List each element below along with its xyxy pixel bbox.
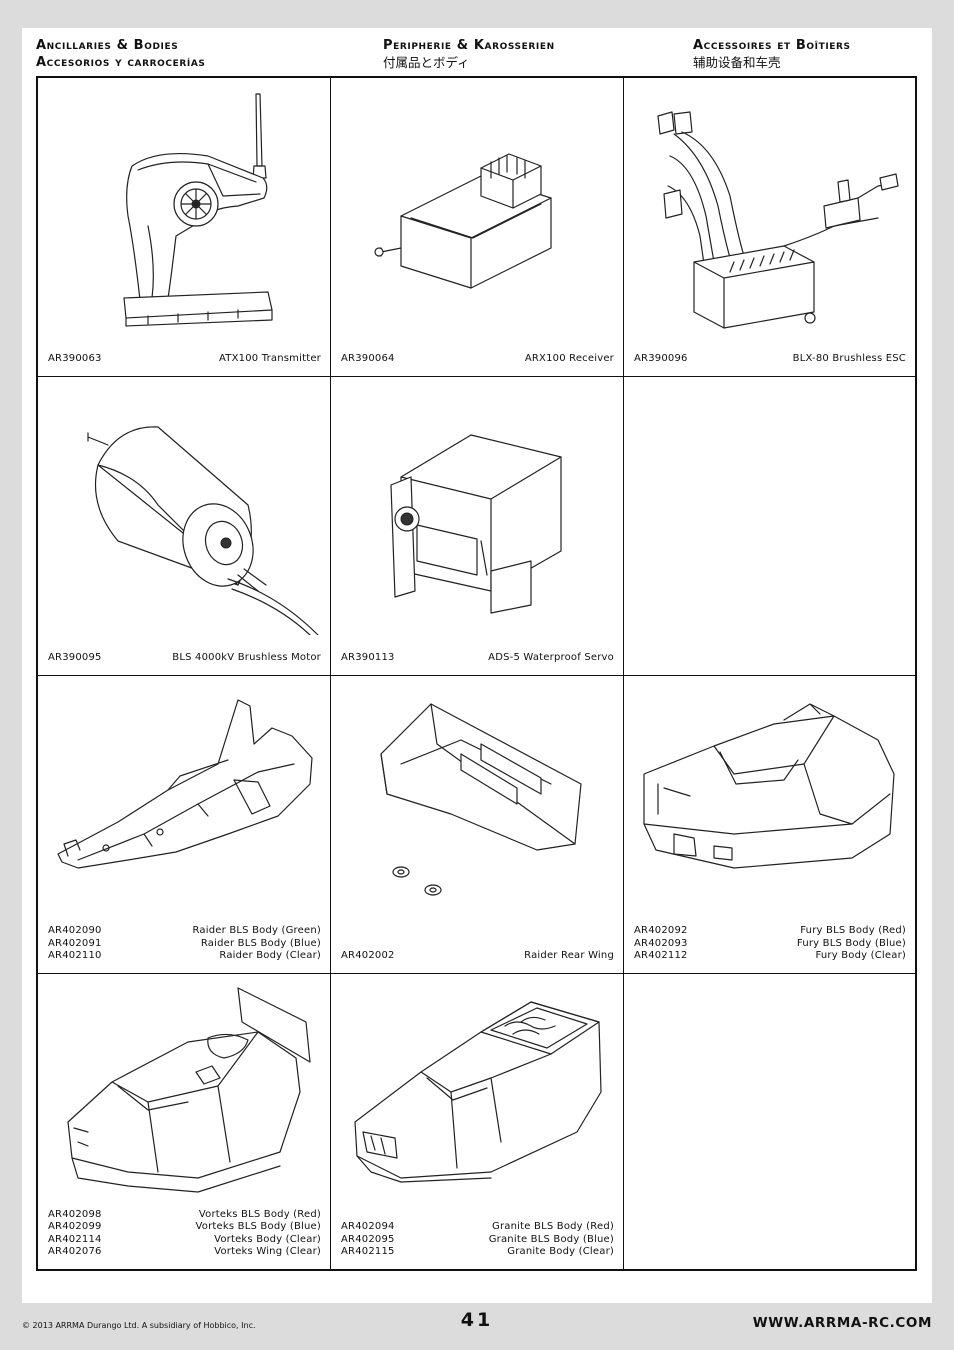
- part-name: ARX100 Receiver: [524, 353, 614, 365]
- part-number: AR402091: [48, 937, 102, 949]
- part-name: Raider Body (Clear): [219, 950, 321, 962]
- part-name: Vorteks Wing (Clear): [214, 1246, 321, 1258]
- part-number: AR402110: [48, 950, 102, 962]
- part-caption: AR402094 AR402095 AR402115 Granite BLS B…: [341, 1221, 614, 1259]
- part-name: Granite BLS Body (Blue): [488, 1233, 614, 1245]
- part-caption: AR402002 Raider Rear Wing: [341, 950, 614, 963]
- part-number: AR402076: [48, 1246, 102, 1258]
- part-name: Raider Rear Wing: [524, 950, 614, 962]
- receiver-illustration: [341, 86, 613, 336]
- part-number: AR390096: [634, 353, 688, 365]
- part-name: Vorteks BLS Body (Blue): [195, 1221, 321, 1233]
- part-cell-transmitter: AR390063 ATX100 Transmitter: [38, 78, 331, 377]
- part-number: AR402090: [48, 925, 102, 937]
- header-spanish-title: Accesorios y carrocerías: [36, 55, 206, 70]
- servo-illustration: [341, 385, 613, 635]
- header-col-1: Ancillaries & Bodies Accesorios y carroc…: [36, 37, 206, 71]
- part-cell-granite-body: AR402094 AR402095 AR402115 Granite BLS B…: [331, 974, 624, 1269]
- part-name: Fury BLS Body (Red): [800, 925, 906, 937]
- part-name: Fury BLS Body (Blue): [796, 937, 906, 949]
- part-caption: AR390113 ADS-5 Waterproof Servo: [341, 652, 614, 665]
- part-number: AR402112: [634, 950, 688, 962]
- part-name: Granite BLS Body (Red): [492, 1221, 614, 1233]
- part-cell-servo: AR390113 ADS-5 Waterproof Servo: [331, 377, 624, 676]
- part-number: AR390064: [341, 353, 395, 365]
- manual-page: Ancillaries & Bodies Accesorios y carroc…: [22, 28, 932, 1303]
- parts-grid: AR390063 ATX100 Transmitter AR3900: [36, 76, 917, 1271]
- part-cell-rear-wing: AR402002 Raider Rear Wing: [331, 676, 624, 974]
- page-number: 41: [460, 1309, 494, 1331]
- part-caption: AR402098 AR402099 AR402114 AR402076 Vort…: [48, 1209, 321, 1259]
- part-name: BLS 4000kV Brushless Motor: [172, 652, 321, 664]
- copyright-notice: © 2013 ARRMA Durango Ltd. A subsidiary o…: [22, 1321, 256, 1330]
- part-number: AR402115: [341, 1246, 395, 1258]
- raider-body-illustration: [48, 684, 320, 934]
- part-number: AR402093: [634, 937, 688, 949]
- motor-illustration: [48, 385, 320, 636]
- part-name: ATX100 Transmitter: [219, 353, 321, 365]
- part-name: ADS-5 Waterproof Servo: [488, 652, 614, 664]
- header-col-2: Peripherie & Karosserien 付属品とボディ: [383, 37, 555, 71]
- granite-body-illustration: [341, 982, 613, 1232]
- part-cell-vorteks-body: AR402098 AR402099 AR402114 AR402076 Vort…: [38, 974, 331, 1269]
- header-chinese-title: 辅助设备和车壳: [693, 55, 781, 70]
- part-cell-raider-body: AR402090 AR402091 AR402110 Raider BLS Bo…: [38, 676, 331, 974]
- part-number: AR402099: [48, 1221, 102, 1233]
- part-name: Vorteks BLS Body (Red): [198, 1208, 321, 1220]
- part-name: Raider BLS Body (Green): [192, 925, 321, 937]
- rear-wing-illustration: [341, 684, 613, 934]
- part-name: Raider BLS Body (Blue): [200, 937, 321, 949]
- empty-cell: [624, 377, 915, 676]
- part-number: AR402095: [341, 1233, 395, 1245]
- header-english-spanish-title: Ancillaries & Bodies: [36, 38, 179, 53]
- part-caption: AR390096 BLX-80 Brushless ESC: [634, 353, 906, 366]
- part-number: AR402098: [48, 1208, 102, 1220]
- part-number: AR390095: [48, 652, 102, 664]
- part-name: Fury Body (Clear): [815, 950, 906, 962]
- part-name: BLX-80 Brushless ESC: [792, 353, 906, 365]
- empty-cell: [624, 974, 915, 1269]
- fury-body-illustration: [634, 684, 906, 934]
- part-number: AR402002: [341, 950, 395, 962]
- part-caption: AR402092 AR402093 AR402112 Fury BLS Body…: [634, 925, 906, 963]
- part-number: AR402094: [341, 1221, 395, 1233]
- part-cell-fury-body: AR402092 AR402093 AR402112 Fury BLS Body…: [624, 676, 915, 974]
- part-caption: AR390064 ARX100 Receiver: [341, 353, 614, 366]
- part-caption: AR402090 AR402091 AR402110 Raider BLS Bo…: [48, 925, 321, 963]
- part-number: AR402092: [634, 925, 688, 937]
- esc-illustration: [634, 86, 906, 336]
- part-number: AR390113: [341, 652, 395, 664]
- website-url: WWW.ARRMA-RC.COM: [752, 1315, 932, 1331]
- header-german-title: Peripherie & Karosserien: [383, 38, 555, 53]
- part-cell-esc: AR390096 BLX-80 Brushless ESC: [624, 78, 915, 377]
- transmitter-illustration: [48, 86, 320, 336]
- vorteks-body-illustration: [48, 982, 320, 1232]
- part-number: AR402114: [48, 1233, 102, 1245]
- part-caption: AR390063 ATX100 Transmitter: [48, 353, 321, 366]
- header-col-3: Accessoires et Boîtiers 辅助设备和车壳: [693, 37, 851, 71]
- part-name: Vorteks Body (Clear): [214, 1233, 321, 1245]
- part-cell-motor: AR390095 BLS 4000kV Brushless Motor: [38, 377, 331, 676]
- header-japanese-title: 付属品とボディ: [383, 55, 470, 70]
- part-number: AR390063: [48, 353, 102, 365]
- header-french-title: Accessoires et Boîtiers: [693, 38, 851, 53]
- part-cell-receiver: AR390064 ARX100 Receiver: [331, 78, 624, 377]
- part-caption: AR390095 BLS 4000kV Brushless Motor: [48, 652, 321, 665]
- part-name: Granite Body (Clear): [507, 1246, 614, 1258]
